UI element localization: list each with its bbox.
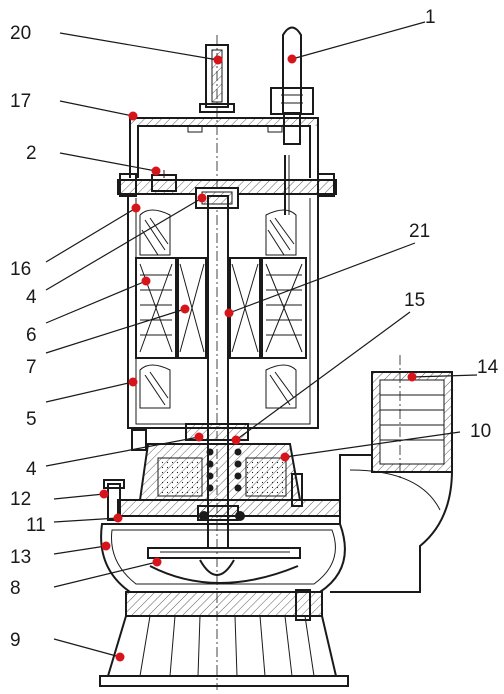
marker-4-top [197, 193, 207, 203]
marker-6 [141, 276, 151, 286]
marker-13 [115, 652, 125, 662]
pump-drawing [99, 26, 453, 690]
callout-15: 15 [404, 290, 425, 311]
end-cover-part [117, 173, 337, 209]
callout-2: 2 [26, 143, 37, 164]
marker-17 [128, 111, 138, 121]
marker-4-bottom [194, 432, 204, 442]
callout-17: 17 [10, 91, 31, 112]
marker-10 [99, 489, 109, 499]
marker-16 [131, 203, 141, 213]
callout-7: 7 [26, 357, 37, 378]
callout-12: 8 [10, 578, 21, 599]
marker-15 [231, 435, 241, 445]
markers [99, 54, 417, 662]
marker-21 [224, 308, 234, 318]
stator-part [135, 209, 307, 409]
callout-8: 10 [470, 421, 491, 442]
marker-8 [280, 452, 290, 462]
marker-14 [407, 372, 417, 382]
marker-9 [113, 513, 123, 523]
mechanical-seal-part [103, 473, 341, 521]
marker-1 [287, 54, 297, 64]
callout-16: 16 [10, 259, 31, 280]
marker-5 [128, 377, 138, 387]
pump-casing-part [100, 523, 346, 593]
callout-21: 21 [409, 221, 430, 242]
callout-1: 1 [425, 7, 436, 28]
callout-labels: 1 20 17 2 16 4 6 7 21 15 5 14 10 4 12 11… [10, 7, 499, 651]
callout-5: 5 [26, 409, 37, 430]
discharge-outlet-part [330, 355, 453, 593]
callout-20: 20 [10, 23, 31, 44]
marker-11 [101, 541, 111, 551]
callout-9: 11 [26, 515, 46, 536]
oil-chamber-part [138, 443, 302, 501]
callout-11: 13 [10, 547, 31, 568]
callout-4-bottom: 4 [26, 459, 37, 480]
leader-lines [45, 21, 478, 658]
marker-2 [151, 166, 161, 176]
marker-20 [213, 55, 223, 65]
callout-14: 14 [477, 357, 499, 378]
callout-6: 6 [26, 325, 37, 346]
handle-part [199, 44, 235, 113]
callout-10: 12 [10, 489, 31, 510]
callout-13: 9 [10, 630, 21, 651]
base-stand-part [99, 589, 349, 687]
marker-12 [152, 557, 162, 567]
cable-entry-part [270, 26, 314, 145]
rotor-part [177, 257, 261, 359]
top-cover-part [129, 117, 319, 178]
callout-4-top: 4 [26, 287, 37, 308]
marker-7 [180, 304, 190, 314]
